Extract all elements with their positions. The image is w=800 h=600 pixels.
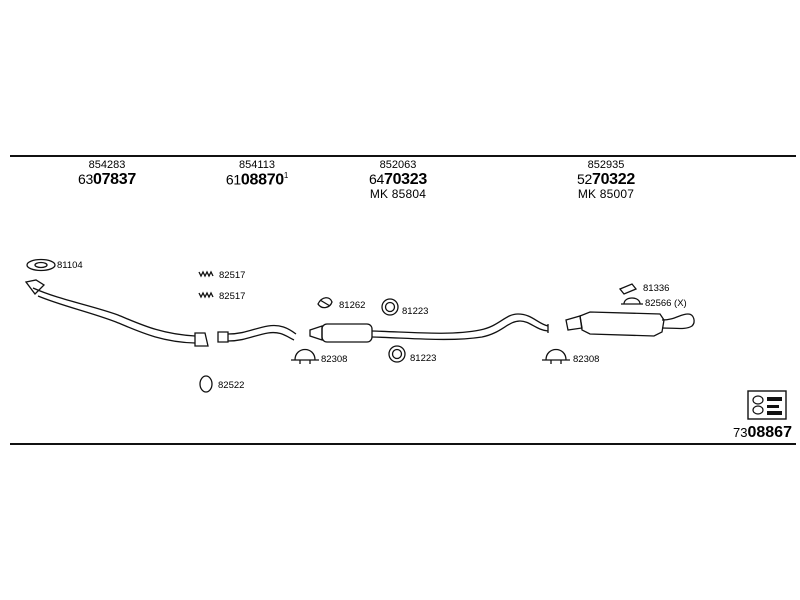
- label-81336: 81336: [643, 283, 670, 294]
- clamp-82308-right-icon[interactable]: [542, 348, 570, 365]
- column-center-silencer[interactable]: 852063 6470323 MK 85804: [348, 159, 448, 202]
- gasket-81104-icon[interactable]: [26, 258, 56, 272]
- label-82517-bottom: 82517: [219, 291, 246, 302]
- column-middle-pipe[interactable]: 854113 61088701: [212, 159, 302, 189]
- column-code: 5270322: [577, 170, 635, 188]
- label-82517-top: 82517: [219, 270, 246, 281]
- column-ref: 852063: [379, 159, 417, 171]
- clamp-82566-icon[interactable]: [621, 297, 643, 305]
- column-front-pipe[interactable]: 854283 6307837: [62, 159, 152, 188]
- label-82308-left: 82308: [321, 354, 348, 365]
- ring-81223-top-icon[interactable]: [381, 298, 399, 316]
- column-mk: MK 85804: [369, 187, 427, 202]
- column-code: 6470323: [369, 170, 427, 188]
- clamp-82517-bottom-icon[interactable]: [198, 291, 214, 299]
- column-code: 61088701: [225, 170, 289, 188]
- label-81223-top: 81223: [402, 306, 429, 317]
- clamp-82308-left-icon[interactable]: [291, 348, 319, 365]
- center-silencer-icon[interactable]: [309, 313, 549, 343]
- column-ref: 852935: [587, 159, 625, 171]
- label-81262: 81262: [339, 300, 366, 311]
- front-pipe-icon[interactable]: [24, 279, 209, 347]
- rear-silencer-icon[interactable]: [565, 311, 695, 337]
- column-ref: 854283: [88, 159, 126, 171]
- hanger-81336-icon[interactable]: [618, 283, 638, 295]
- catalog-symbol-icon: [747, 390, 787, 420]
- bottom-rule: [10, 443, 796, 445]
- label-82566: 82566 (X): [645, 298, 687, 309]
- ring-81223-bottom-icon[interactable]: [388, 345, 406, 363]
- hanger-81262-icon[interactable]: [317, 297, 333, 309]
- middle-pipe-icon[interactable]: [217, 324, 297, 343]
- ring-82522-icon[interactable]: [199, 375, 213, 393]
- clamp-82517-top-icon[interactable]: [198, 270, 214, 278]
- column-mk: MK 85007: [577, 187, 635, 202]
- column-rear-silencer[interactable]: 852935 5270322 MK 85007: [556, 159, 656, 202]
- label-82522: 82522: [218, 380, 245, 391]
- column-ref: 854113: [239, 159, 275, 171]
- column-code: 6307837: [78, 170, 136, 188]
- label-81223-bottom: 81223: [410, 353, 437, 364]
- label-81104: 81104: [57, 260, 83, 271]
- label-82308-right: 82308: [573, 354, 600, 365]
- kit-code[interactable]: 7308867: [733, 424, 792, 441]
- top-rule: [10, 155, 796, 157]
